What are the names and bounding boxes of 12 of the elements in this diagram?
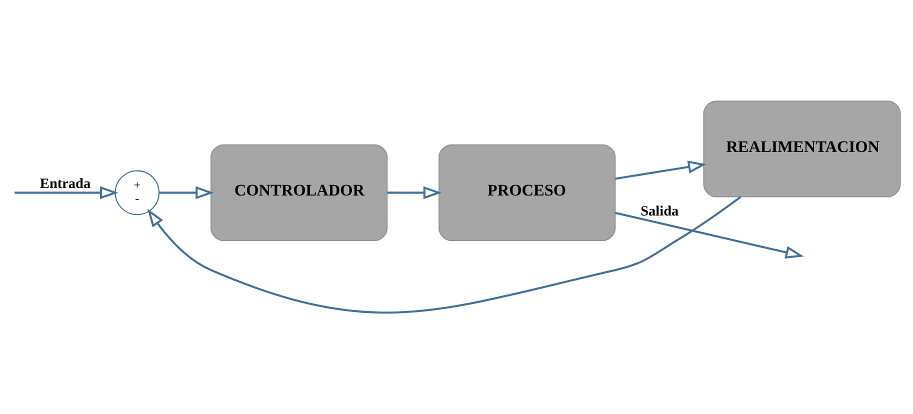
arrow [146, 196, 741, 314]
node-circle: + - [114, 170, 160, 216]
edge-label: Salida [640, 203, 678, 220]
node-box: PROCESO [438, 144, 616, 242]
arrow [614, 212, 804, 259]
edge-label: Entrada [39, 176, 90, 192]
node-box: CONTROLADOR [210, 144, 388, 242]
arrow [614, 160, 706, 180]
arrow [386, 186, 442, 200]
node-box: REALIMENTACION [702, 100, 900, 198]
arrow [158, 186, 214, 200]
arrow [14, 186, 118, 200]
